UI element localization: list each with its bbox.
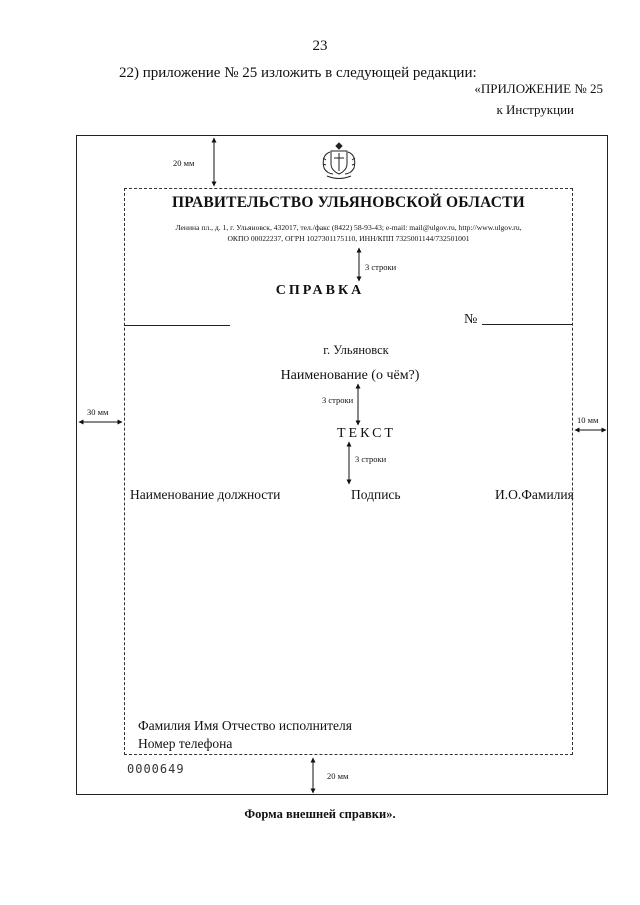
document-number: 0000649 [127,762,185,776]
subject-heading: Наименование (о чём?) [280,368,420,383]
address-line-2: ОКПО 00022237, ОГРН 1027301175110, ИНН/К… [227,234,470,243]
dim-top-label: 20 мм [173,158,195,168]
signature-name: И.О.Фамилия [495,487,574,502]
executor-name: Фамилия Имя Отчество исполнителя [138,718,352,733]
appendix-subtitle: к Инструкции [496,102,574,117]
number-line [482,324,573,325]
dim-bottom-label: 20 мм [327,771,349,781]
outer-page-frame [76,135,608,795]
dim-lines-a-label: 3 строки [365,262,397,272]
signature-position: Наименование должности [130,487,281,502]
dim-left-label: 30 мм [87,407,109,417]
dim-lines-c-label: 3 строки [355,454,387,464]
dim-right-label: 10 мм [577,415,599,425]
organization-name: ПРАВИТЕЛЬСТВО УЛЬЯНОВСКОЙ ОБЛАСТИ [172,194,525,211]
page-number: 23 [312,38,328,54]
signature-sign: Подпись [351,487,401,502]
number-sign: № [464,312,478,327]
city: г. Ульяновск [323,343,389,357]
body-text: ТЕКСТ [337,426,396,441]
address-line-1: Ленина пл., д. 1, г. Ульяновск, 432017, … [175,223,522,232]
coat-of-arms-icon [322,142,356,179]
executor-phone: Номер телефона [138,736,233,751]
document-title: СПРАВКА [275,283,365,298]
intro-text: 22) приложение № 25 изложить в следующей… [119,65,477,81]
printable-area-frame [124,188,573,755]
appendix-title: «ПРИЛОЖЕНИЕ № 25 [474,81,603,96]
form-caption: Форма внешней справки». [244,807,396,821]
dim-lines-b-label: 3 строки [322,395,354,405]
date-line [124,325,230,326]
